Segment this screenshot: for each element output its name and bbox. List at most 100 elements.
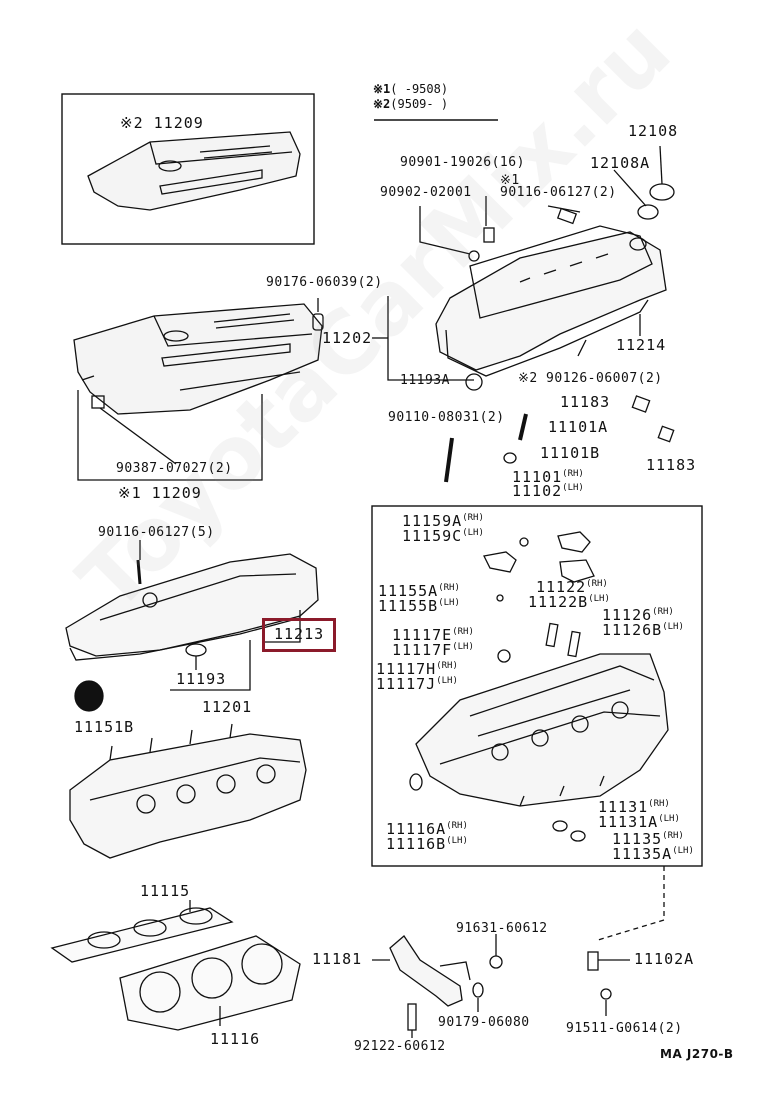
label-11202[interactable]: 11202 xyxy=(322,329,373,347)
retainer-11159 xyxy=(483,551,517,573)
legend: ※1( -9508) ※2(9509- ) xyxy=(373,82,448,112)
label-11102[interactable]: 11102(LH) xyxy=(512,484,584,499)
label-90901[interactable]: 90901-19026(16) xyxy=(400,155,525,170)
label-11183-a[interactable]: 11183 xyxy=(560,393,611,411)
seal-11101b xyxy=(503,452,517,464)
label-91511[interactable]: 91511-G0614(2) xyxy=(566,1021,683,1036)
bolt-90176 xyxy=(312,313,324,331)
label-11159a[interactable]: 11159A(RH) xyxy=(402,514,484,529)
label-90179[interactable]: 90179-06080 xyxy=(438,1015,530,1030)
label-11117e[interactable]: 11117E(RH) xyxy=(392,628,474,643)
label-11151b[interactable]: 11151B xyxy=(74,718,135,736)
label-11126b-side: (LH) xyxy=(662,622,684,632)
label-90126[interactable]: ※2 90126-06007(2) xyxy=(518,371,663,386)
label-11155b[interactable]: 11155B(LH) xyxy=(378,599,460,614)
label-11101-side: (RH) xyxy=(562,469,584,479)
legend-range-1: ( -9508) xyxy=(390,82,449,96)
label-11193[interactable]: 11193 xyxy=(176,670,227,688)
label-11117j[interactable]: 11117J(LH) xyxy=(376,677,458,692)
label-11117f-num: 11117F xyxy=(392,641,453,659)
gasket-11115-drawing xyxy=(50,907,234,963)
label-91631[interactable]: 91631-60612 xyxy=(456,921,548,936)
bracket-11202 xyxy=(387,296,474,381)
label-11155a[interactable]: 11155A(RH) xyxy=(378,584,460,599)
plug-11151b xyxy=(74,680,104,712)
label-11101[interactable]: 11101(RH) xyxy=(512,470,584,485)
label-90116-a[interactable]: 90116-06127(2) xyxy=(500,185,617,200)
label-11159c[interactable]: 11159C(LH) xyxy=(402,529,484,544)
label-90110[interactable]: 90110-08031(2) xyxy=(388,410,505,425)
label-11101b[interactable]: 11101B xyxy=(540,444,601,462)
label-11159a-num: 11159A xyxy=(402,512,463,530)
label-11122b-num: 11122B xyxy=(528,593,589,611)
label-11117j-side: (LH) xyxy=(436,676,458,686)
label-11126b[interactable]: 11126B(LH) xyxy=(602,623,684,638)
label-11193a[interactable]: 11193A xyxy=(400,373,450,388)
label-11214[interactable]: 11214 xyxy=(616,336,667,354)
label-11155a-side: (RH) xyxy=(438,583,460,593)
label-11122b[interactable]: 11122B(LH) xyxy=(528,595,610,610)
label-11159a-side: (RH) xyxy=(462,513,484,523)
label-11135[interactable]: 11135(RH) xyxy=(612,832,684,847)
label-11116b-num: 11116B xyxy=(386,835,447,853)
valve-cover-rh-drawing xyxy=(435,225,667,377)
label-11131-side: (RH) xyxy=(648,799,670,809)
label-11126b-num: 11126B xyxy=(602,621,663,639)
label-11117h[interactable]: 11117H(RH) xyxy=(376,662,458,677)
label-92122[interactable]: 92122-60612 xyxy=(354,1039,446,1054)
label-11115[interactable]: 11115 xyxy=(140,882,191,900)
label-11126[interactable]: 11126(RH) xyxy=(602,608,674,623)
label-11116[interactable]: 11116 xyxy=(210,1030,261,1048)
label-11155a-num: 11155A xyxy=(378,582,439,600)
label-90387[interactable]: 90387-07027(2) xyxy=(116,461,233,476)
label-11122-num: 11122 xyxy=(536,578,587,596)
label-12108a[interactable]: 12108A xyxy=(590,154,651,172)
label-11155b-num: 11155B xyxy=(378,597,439,615)
label-90116-b[interactable]: 90116-06127(5) xyxy=(98,525,215,540)
label-11131[interactable]: 11131(RH) xyxy=(598,800,670,815)
cylinder-head-lh-drawing xyxy=(69,723,307,859)
label-11101a[interactable]: 11101A xyxy=(548,418,609,436)
sensor-11102a xyxy=(587,951,599,971)
highlight-box xyxy=(262,618,336,652)
label-11117e-num: 11117E xyxy=(392,626,453,644)
label-11122[interactable]: 11122(RH) xyxy=(536,580,608,595)
label-12108[interactable]: 12108 xyxy=(628,122,679,140)
label-11117e-side: (RH) xyxy=(452,627,474,637)
grommet-11193 xyxy=(185,643,207,657)
label-11122b-side: (LH) xyxy=(588,594,610,604)
plug-11116a xyxy=(409,773,423,791)
label-11209-top[interactable]: ※2 11209 xyxy=(120,114,204,132)
label-11131-num: 11131 xyxy=(598,798,649,816)
label-90176[interactable]: 90176-06039(2) xyxy=(266,275,383,290)
label-11135a-num: 11135A xyxy=(612,845,673,863)
block-11183-a xyxy=(631,395,651,413)
block-11183-b xyxy=(657,425,675,443)
label-11183-b[interactable]: 11183 xyxy=(646,456,697,474)
label-11201[interactable]: 11201 xyxy=(202,698,253,716)
label-11116b[interactable]: 11116B(LH) xyxy=(386,837,468,852)
label-11209-bottom[interactable]: ※1 11209 xyxy=(118,484,202,502)
label-11117f[interactable]: 11117F(LH) xyxy=(392,643,474,658)
label-11155b-side: (LH) xyxy=(438,598,460,608)
cover-bracket xyxy=(77,390,263,481)
label-11135a-side: (LH) xyxy=(672,846,694,856)
plug-90901 xyxy=(483,227,495,243)
label-11116a[interactable]: 11116A(RH) xyxy=(386,822,468,837)
label-90902[interactable]: 90902-02001 xyxy=(380,185,472,200)
label-11213-highlighted[interactable]: 11213 xyxy=(274,625,325,643)
label-11131a[interactable]: 11131A(LH) xyxy=(598,815,680,830)
label-11102a[interactable]: 11102A xyxy=(634,950,695,968)
label-11135a[interactable]: 11135A(LH) xyxy=(612,847,694,862)
legend-mark-1: ※1 xyxy=(373,82,391,96)
label-11135-num: 11135 xyxy=(612,830,663,848)
grommet-11193a xyxy=(465,373,483,391)
gasket-12108a xyxy=(637,204,659,220)
cylinder-head-rh-drawing xyxy=(415,653,669,807)
label-11122-side: (RH) xyxy=(586,579,608,589)
label-11181[interactable]: 11181 xyxy=(312,950,363,968)
washer-90902 xyxy=(468,250,480,262)
label-11102-num: 11102 xyxy=(512,482,563,500)
